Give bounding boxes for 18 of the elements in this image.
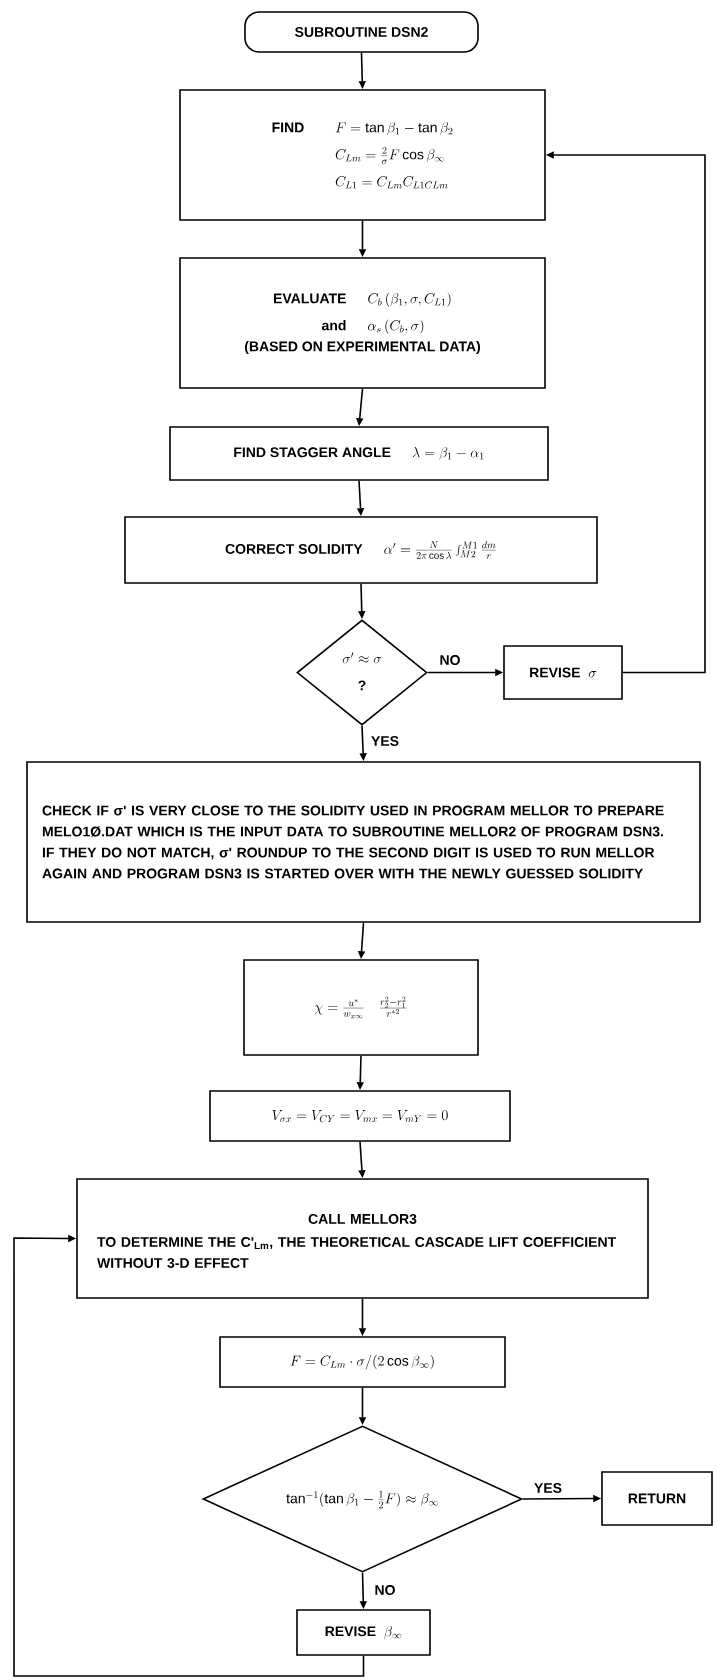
process-box: CORRECT SOLIDITY $\alpha' = \frac{N}{2\pi\cos\lambda}\int_{M2}^{M1}\frac{dm}{r}$ xyxy=(124,516,598,584)
process-box: REVISE $\beta_\infty$ xyxy=(296,1609,431,1656)
process-box: EVALUATE $C_b\,(\beta_1, \sigma, C_{L1})$ and $\alpha_s\,(C_b, \sigma)$ (BASED ON EXPERIMENTAL DATA) xyxy=(179,257,546,389)
process-box: $F = C_{Lm} \cdot \sigma / (2\cos\beta_\infty)$ xyxy=(219,1336,506,1388)
process-box: $\chi = \frac{u^*}{w_{x\infty}}\quad\frac{r_2^2 - r_1^2}{r^{*2}}$ xyxy=(243,959,479,1056)
arrow xyxy=(13,1234,365,1677)
terminal-box: RETURN xyxy=(601,1471,713,1526)
edge-label: YES xyxy=(370,735,400,747)
edge-label: NO xyxy=(438,654,462,666)
process-box: CALL MELLOR3 TO DETERMINE THE C'$_{Lm}$, THE THEORETICAL CASCADE LIFT COEFFICIENT WITHOUT 3-D EFFECT xyxy=(76,1178,649,1299)
process-box: CHECK IF σ' IS VERY CLOSE TO THE SOLIDITY USED IN PROGRAM MELLOR TO PREPARE MELO1Ø.DAT WHICH IS THE INPUT DATA TO SUBROUTINE MELLOR2 OF PROGRAM DSN3. IF THEY DO NOT MATCH, σ' ROUNDUP TO THE SECOND DIGIT IS USED TO RUN MELLOR AGAIN AND PROGRAM DSN3 IS STARTED OVER WITH THE NEWLY GUESSED SOLIDITY xyxy=(26,761,701,923)
process-box: FIND STAGGER ANGLE $\lambda = \beta_1 - \alpha_1$ xyxy=(169,426,549,481)
terminal-box: SUBROUTINE DSN2 xyxy=(244,11,479,53)
process-box: FIND $F = \tan\beta_1 - \tan\beta_2$ $C_{Lm} = \frac{2}{\sigma} F \cos\beta_\infty$ $C_{L1} = C_{Lm} C_{L1CLm}$ xyxy=(179,89,546,221)
edge-label: YES xyxy=(533,1482,563,1494)
edge-label: NO xyxy=(373,1584,397,1596)
process-box: $V_{\sigma x} = V_{CY} = V_{mx} = V_{mY} = 0$ xyxy=(209,1090,511,1142)
process-box: REVISE $\sigma$ xyxy=(503,645,623,700)
